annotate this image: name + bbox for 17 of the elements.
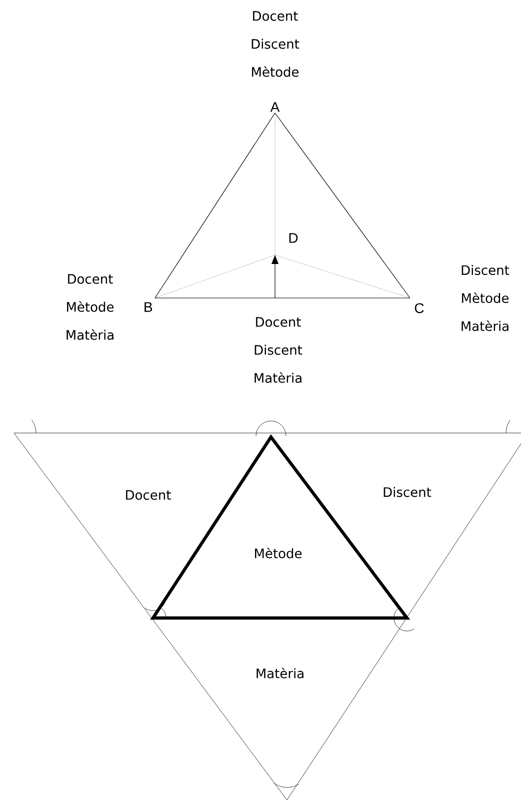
dotted-line xyxy=(274,254,410,298)
face-label: Discent xyxy=(384,486,432,498)
face-label: Docent xyxy=(126,490,171,500)
dotted-line xyxy=(154,254,276,298)
vertex-caption: Discent Mètode Matèria xyxy=(462,264,510,332)
triangle-side xyxy=(274,112,410,298)
face-label: Mètode xyxy=(255,548,302,558)
triangle-side xyxy=(154,112,276,298)
dotted-line xyxy=(274,112,276,256)
vertex-label: B xyxy=(144,302,152,312)
vertex-caption: Docent Mètode Matèria xyxy=(66,274,114,340)
vertex-label: A xyxy=(270,102,280,112)
face-label: Matèria xyxy=(256,668,304,678)
vertex-label: C xyxy=(414,303,424,314)
face-caption: Docent Discent Matèria xyxy=(254,317,302,383)
vertex-caption: Docent Discent Mètode xyxy=(252,11,300,77)
vertex-label: D xyxy=(289,233,298,243)
